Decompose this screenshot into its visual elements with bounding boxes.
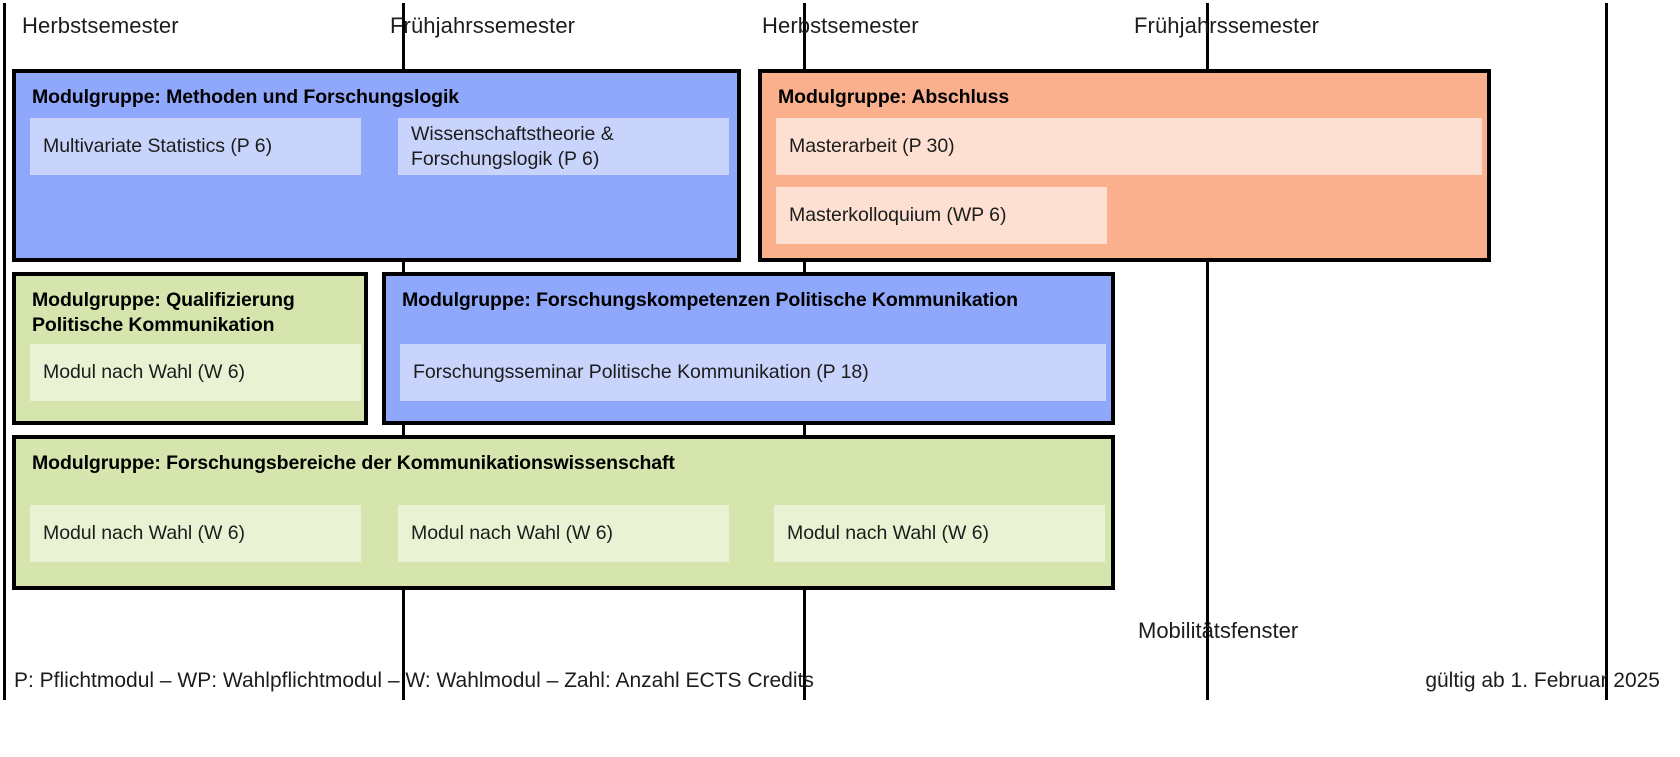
column-divider-0 — [3, 3, 6, 700]
column-divider-4 — [1605, 3, 1608, 700]
module-box: Modul nach Wahl (W 6) — [398, 505, 729, 562]
legend-text: P: Pflichtmodul – WP: Wahlpflichtmodul –… — [14, 669, 814, 692]
semester-header-0: Herbstsemester — [22, 13, 179, 38]
module-group-title-qualifizierung: Modulgruppe: Qualifizierung Politische K… — [32, 289, 295, 337]
mobility-window-label: Mobilitätsfenster — [1138, 618, 1299, 643]
module-label: Multivariate Statistics (P 6) — [43, 135, 273, 158]
semester-header-2: Herbstsemester — [762, 13, 919, 38]
module-group-title-forschungskompetenzen: Modulgruppe: Forschungskompetenzen Polit… — [402, 289, 1018, 311]
module-label: Wissenschaftstheorie & Forschungslogik (… — [411, 122, 614, 170]
module-label: Modul nach Wahl (W 6) — [411, 522, 613, 545]
module-group-title-methoden: Modulgruppe: Methoden und Forschungslogi… — [32, 86, 460, 108]
validity-date: gültig ab 1. Februar 2025 — [1425, 669, 1660, 692]
module-group-qualifizierung: Modulgruppe: Qualifizierung Politische K… — [12, 272, 368, 425]
module-label: Modul nach Wahl (W 6) — [43, 361, 245, 384]
module-box: Masterarbeit (P 30) — [776, 118, 1482, 175]
module-label: Forschungsseminar Politische Kommunikati… — [413, 361, 869, 384]
module-box: Wissenschaftstheorie & Forschungslogik (… — [398, 118, 729, 175]
module-box: Forschungsseminar Politische Kommunikati… — [400, 344, 1106, 401]
module-group-methoden: Modulgruppe: Methoden und Forschungslogi… — [12, 69, 741, 262]
module-label: Modul nach Wahl (W 6) — [787, 522, 989, 545]
module-box: Modul nach Wahl (W 6) — [774, 505, 1105, 562]
module-box: Multivariate Statistics (P 6) — [30, 118, 361, 175]
semester-header-3: Frühjahrssemester — [1134, 13, 1320, 38]
module-group-forschungsbereiche: Modulgruppe: Forschungsbereiche der Komm… — [12, 435, 1115, 590]
module-group-title-forschungsbereiche: Modulgruppe: Forschungsbereiche der Komm… — [32, 452, 675, 474]
column-divider-3 — [1206, 3, 1209, 700]
module-label: Masterkolloquium (WP 6) — [789, 204, 1007, 227]
module-label: Modul nach Wahl (W 6) — [43, 522, 245, 545]
module-label: Masterarbeit (P 30) — [789, 135, 955, 158]
module-box: Masterkolloquium (WP 6) — [776, 187, 1107, 244]
semester-header-1: Frühjahrssemester — [390, 13, 576, 38]
module-box: Modul nach Wahl (W 6) — [30, 505, 361, 562]
module-group-forschungskompetenzen: Modulgruppe: Forschungskompetenzen Polit… — [382, 272, 1115, 425]
module-box: Modul nach Wahl (W 6) — [30, 344, 361, 401]
module-group-title-abschluss: Modulgruppe: Abschluss — [778, 86, 1010, 108]
